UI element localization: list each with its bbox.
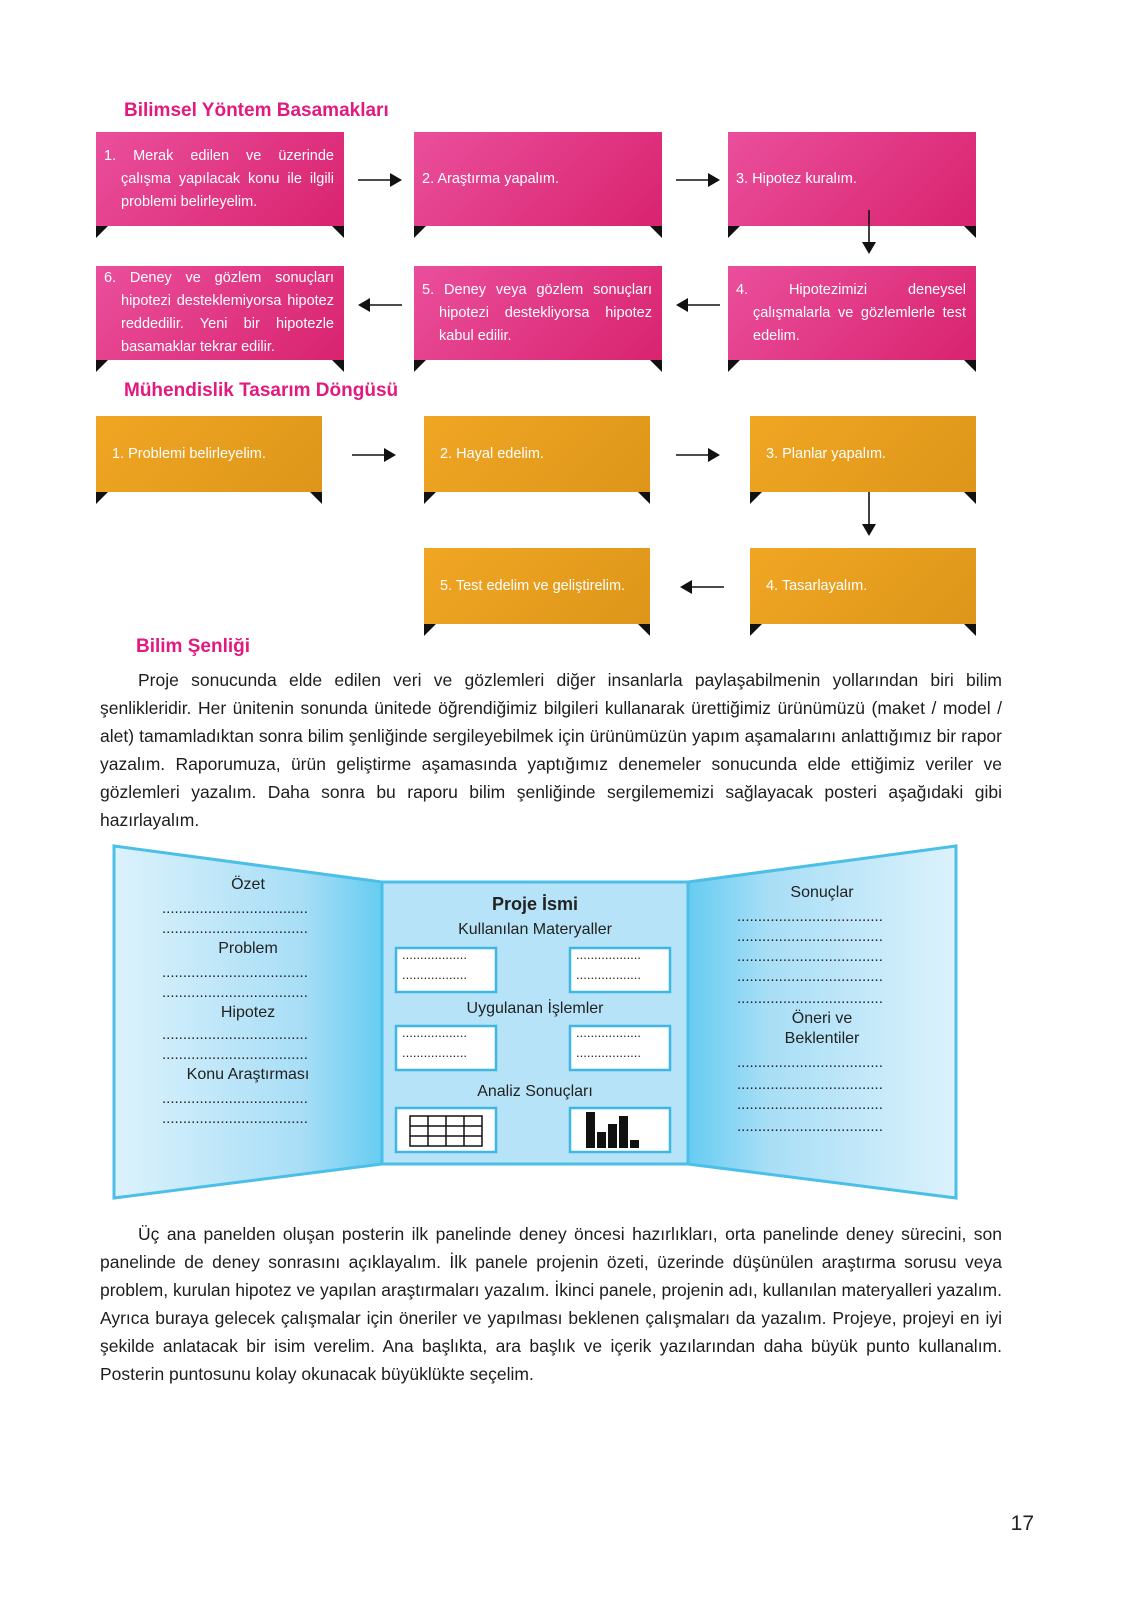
arrow-right-icon bbox=[676, 173, 720, 187]
poster-dotline: .................. bbox=[402, 1045, 468, 1060]
poster-dotline: .................. bbox=[576, 1025, 642, 1040]
poster-dotline: ................................... bbox=[162, 920, 308, 937]
design-step-4: 4. Tasarlayalım. bbox=[750, 548, 976, 636]
poster-dotline: ................................... bbox=[737, 928, 883, 945]
table-icon bbox=[409, 1115, 483, 1147]
method-step-6-text: 6. Deney ve gözlem sonuçları hipotezi de… bbox=[104, 270, 334, 355]
method-step-5: 5. Deney veya gözlem sonuçları hipotezi … bbox=[414, 266, 662, 372]
poster-dotline: ................................... bbox=[737, 1076, 883, 1093]
poster-dotline: .................. bbox=[402, 967, 468, 982]
arrow-right-icon bbox=[358, 173, 402, 187]
science-fair-paragraph-text: Proje sonucunda elde edilen veri ve gözl… bbox=[100, 670, 1002, 830]
poster-dotline: .................. bbox=[576, 967, 642, 982]
poster-dotline: ................................... bbox=[737, 968, 883, 985]
poster-label-suggestions: Öneri ve bbox=[791, 1010, 853, 1027]
science-fair-paragraph: Proje sonucunda elde edilen veri ve gözl… bbox=[100, 666, 1002, 834]
arrow-down-icon bbox=[862, 492, 876, 536]
poster-dotline: ................................... bbox=[162, 984, 308, 1001]
poster-dotline: ................................... bbox=[162, 964, 308, 981]
method-step-3: 3. Hipotez kuralım. bbox=[728, 132, 976, 238]
design-step-3: 3. Planlar yapalım. bbox=[750, 416, 976, 504]
method-step-4-text: 4. Hipotezimizi deneysel çalışmalarla ve… bbox=[736, 281, 966, 344]
method-step-3-text: 3. Hipotez kuralım. bbox=[736, 170, 857, 187]
method-step-6: 6. Deney ve gözlem sonuçları hipotezi de… bbox=[96, 266, 344, 372]
arrow-right-icon bbox=[352, 448, 396, 462]
bar-chart-icon bbox=[586, 1112, 639, 1148]
poster-dotline: ................................... bbox=[162, 1110, 308, 1127]
method-step-2-text: 2. Araştırma yapalım. bbox=[422, 170, 559, 187]
design-step-4-text: 4. Tasarlayalım. bbox=[766, 577, 868, 594]
arrow-left-icon bbox=[676, 298, 720, 312]
poster-dotline: .................. bbox=[402, 947, 468, 962]
poster-label-hipotez: Hipotez bbox=[220, 1004, 276, 1021]
arrow-left-icon bbox=[358, 298, 402, 312]
arrow-down-icon bbox=[862, 210, 876, 254]
design-step-2-text: 2. Hayal edelim. bbox=[440, 445, 544, 462]
poster-label-results: Sonuçlar bbox=[790, 884, 854, 901]
section-title-engineering-cycle: Mühendislik Tasarım Döngüsü bbox=[124, 380, 399, 401]
arrow-left-icon bbox=[680, 580, 724, 594]
poster-description-text: Üç ana panelden oluşan posterin ilk pane… bbox=[100, 1224, 1002, 1384]
section-title-scientific-method: Bilimsel Yöntem Basamakları bbox=[124, 100, 389, 121]
poster-label-operations: Uygulanan İşlemler bbox=[466, 1000, 604, 1017]
design-step-1-text: 1. Problemi belirleyelim. bbox=[112, 445, 266, 462]
poster-dotline: .................. bbox=[402, 1025, 468, 1040]
design-step-5-text: 5. Test edelim ve geliştirelim. bbox=[440, 577, 626, 594]
poster-label-expectations: Beklentiler bbox=[784, 1030, 860, 1047]
method-step-4: 4. Hipotezimizi deneysel çalışmalarla ve… bbox=[728, 266, 976, 372]
poster-label-analysis: Analiz Sonuçları bbox=[477, 1083, 593, 1100]
poster-dotline: ................................... bbox=[737, 948, 883, 965]
method-step-1: 1. Merak edilen ve üzerinde çalışma yapı… bbox=[96, 132, 344, 238]
poster-dotline: ................................... bbox=[737, 1118, 883, 1135]
poster-dotline: .................. bbox=[576, 947, 642, 962]
poster-dotline: ................................... bbox=[162, 1046, 308, 1063]
method-step-2: 2. Araştırma yapalım. bbox=[414, 132, 662, 238]
poster-label-materials: Kullanılan Materyaller bbox=[458, 921, 612, 938]
poster-project-name: Proje İsmi bbox=[491, 894, 579, 914]
poster-dotline: ................................... bbox=[737, 990, 883, 1007]
poster-label-research: Konu Araştırması bbox=[186, 1066, 310, 1083]
poster-dotline: ................................... bbox=[162, 1026, 308, 1043]
arrow-right-icon bbox=[676, 448, 720, 462]
design-step-1: 1. Problemi belirleyelim. bbox=[96, 416, 322, 504]
poster-label-problem: Problem bbox=[218, 940, 278, 957]
section-title-science-fair: Bilim Şenliği bbox=[136, 636, 251, 657]
design-step-3-text: 3. Planlar yapalım. bbox=[766, 445, 887, 462]
poster-dotline: ................................... bbox=[162, 1090, 308, 1107]
poster-dotline: ................................... bbox=[162, 900, 308, 917]
poster-label-ozet: Özet bbox=[231, 876, 265, 893]
design-step-2: 2. Hayal edelim. bbox=[424, 416, 650, 504]
method-step-1-text: 1. Merak edilen ve üzerinde çalışma yapı… bbox=[104, 147, 334, 210]
poster-description-paragraph: Üç ana panelden oluşan posterin ilk pane… bbox=[100, 1220, 1002, 1388]
page-number: 17 bbox=[1010, 1512, 1034, 1535]
poster-dotline: .................. bbox=[576, 1045, 642, 1060]
method-step-5-text: 5. Deney veya gözlem sonuçları hipotezi … bbox=[422, 281, 652, 344]
poster-dotline: ................................... bbox=[737, 1054, 883, 1071]
poster-illustration bbox=[112, 844, 958, 1200]
poster-dotline: ................................... bbox=[737, 1096, 883, 1113]
poster-dotline: ................................... bbox=[737, 908, 883, 925]
design-step-5: 5. Test edelim ve geliştirelim. bbox=[424, 548, 650, 636]
